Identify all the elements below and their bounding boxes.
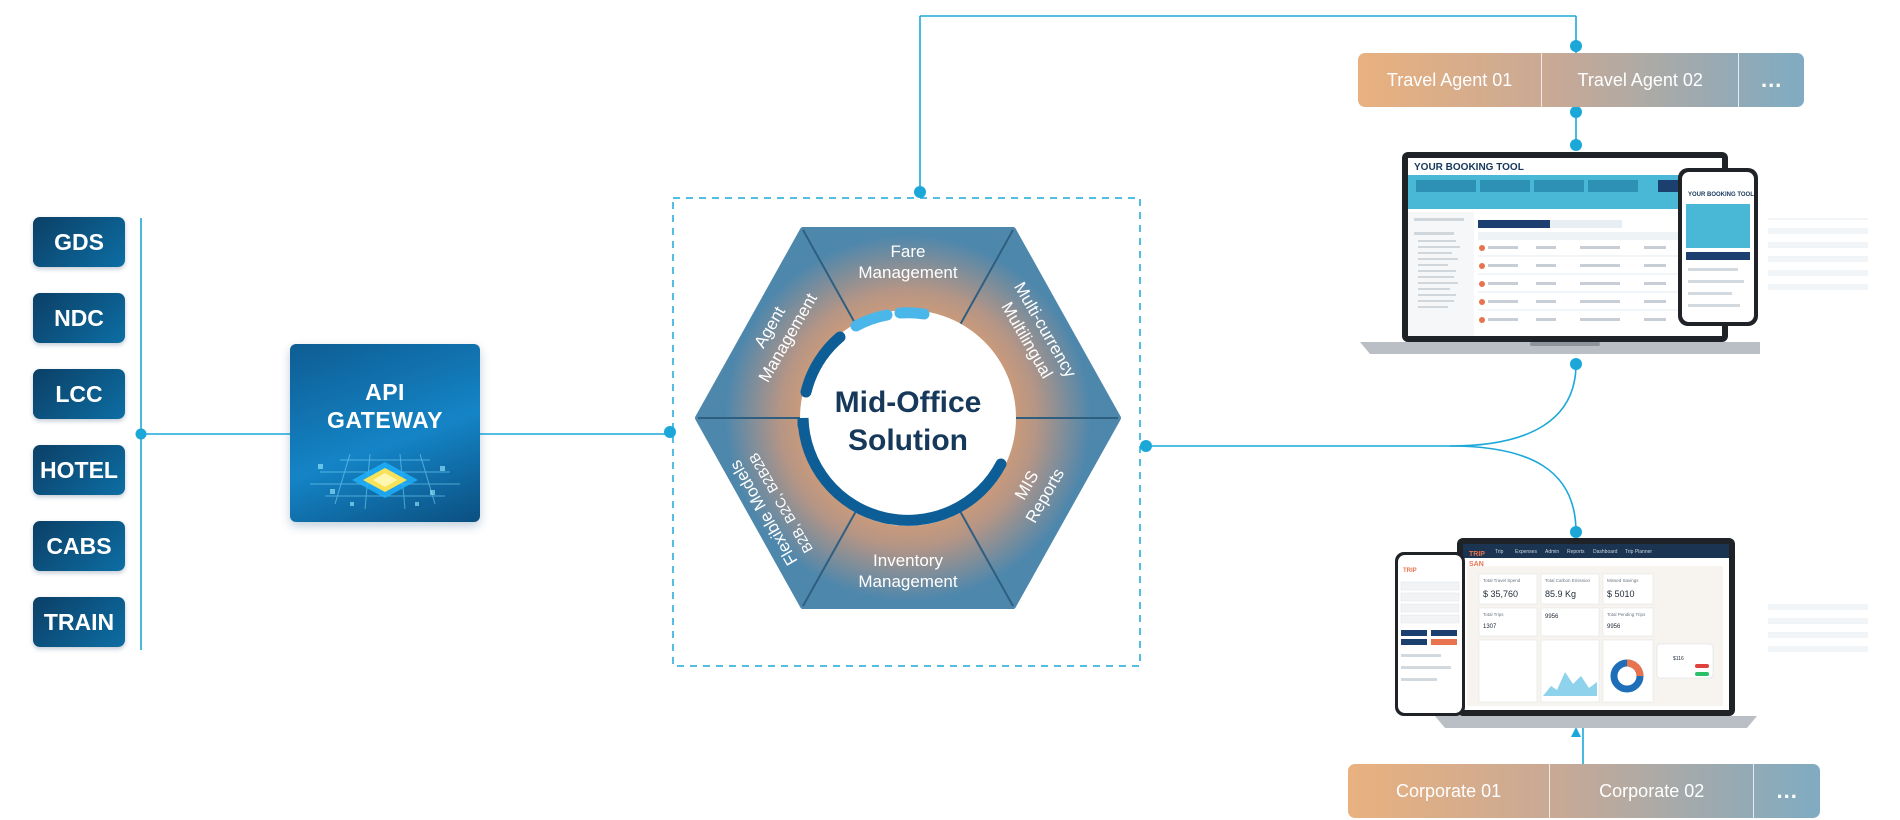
stat-trips-label: Total Trips	[1483, 612, 1504, 617]
corporates-more[interactable]: ...	[1776, 778, 1798, 803]
segment-inventory-line2: Management	[858, 572, 958, 591]
travel-agents-more[interactable]: ...	[1760, 67, 1783, 92]
api-gateway-title-line1: API	[365, 379, 405, 405]
corporate-card-value: $116	[1673, 656, 1684, 662]
corporate-menu-planner: Trip Planner	[1625, 549, 1652, 555]
corporate-menu-trip: Trip	[1495, 549, 1504, 555]
stat-pending-label: Total Pending Trips	[1607, 612, 1646, 617]
travel-agents-bar: Travel Agent 01 Travel Agent 02 ...	[1358, 53, 1804, 107]
faded-decoration-top	[1768, 218, 1868, 298]
corporate-menu-dashboard: Dashboard	[1593, 549, 1618, 555]
stat-trips-value: 1307	[1483, 624, 1497, 630]
stat-carbon-value: 85.9 Kg	[1545, 589, 1576, 599]
travel-agent-02[interactable]: Travel Agent 02	[1542, 53, 1740, 107]
api-gateway-card: API GATEWAY	[290, 344, 480, 522]
faded-decoration-bottom	[1768, 604, 1868, 660]
source-lcc: LCC	[33, 369, 125, 419]
corporate-mobile-brand: TRIP	[1403, 568, 1417, 574]
stat-carbon-label: Total Carbon Emission	[1545, 578, 1591, 583]
stat-pending-value: 9956	[1607, 624, 1621, 630]
circuit-chip-icon	[310, 453, 460, 510]
booking-tool-devices: YOUR BOOKING TOOL YOUR BOOKING TOOL	[1360, 152, 1760, 354]
hub-center-title-line2: Solution	[848, 424, 968, 457]
source-cabs: CABS	[33, 521, 125, 571]
corporate-02[interactable]: Corporate 02	[1550, 764, 1755, 818]
corporate-dashboard-devices: TRIP SAN Trip Expenses Admin Reports Das…	[1395, 538, 1757, 728]
corporate-01[interactable]: Corporate 01	[1348, 764, 1551, 818]
source-ndc: NDC	[33, 293, 125, 343]
corporate-brand-line1: TRIP	[1469, 551, 1485, 558]
stat-missed-label: Missed Savings	[1607, 578, 1639, 583]
source-gds: GDS	[33, 217, 125, 267]
stat-missed-value: $ 5010	[1607, 589, 1635, 599]
segment-fare-line2: Management	[858, 263, 958, 282]
stat-travel-spend-value: $ 35,760	[1483, 589, 1518, 599]
booking-tool-title: YOUR BOOKING TOOL	[1414, 162, 1524, 173]
stat-approval-value: 9956	[1545, 614, 1559, 620]
source-train: TRAIN	[33, 597, 125, 647]
hub-center-title-line1: Mid-Office	[835, 386, 982, 419]
travel-agent-01[interactable]: Travel Agent 01	[1358, 53, 1543, 107]
corporate-menu-admin: Admin	[1545, 549, 1559, 555]
corporates-bar: Corporate 01 Corporate 02 ...	[1348, 764, 1820, 818]
corporate-brand-line2: SAN	[1469, 561, 1484, 568]
segment-fare-line1: Fare	[891, 242, 926, 261]
segment-inventory-line1: Inventory	[873, 551, 943, 570]
corporate-menu-expenses: Expenses	[1515, 549, 1537, 555]
mid-office-hub: Mid-Office Solution Fare Management Mult…	[695, 227, 1121, 609]
corporate-menu-reports: Reports	[1567, 549, 1585, 555]
stat-travel-spend-label: Total Travel Spend	[1483, 578, 1521, 583]
api-gateway-title-line2: GATEWAY	[327, 407, 443, 433]
booking-tool-mobile-title: YOUR BOOKING TOOL	[1688, 192, 1754, 198]
source-hotel: HOTEL	[33, 445, 125, 495]
